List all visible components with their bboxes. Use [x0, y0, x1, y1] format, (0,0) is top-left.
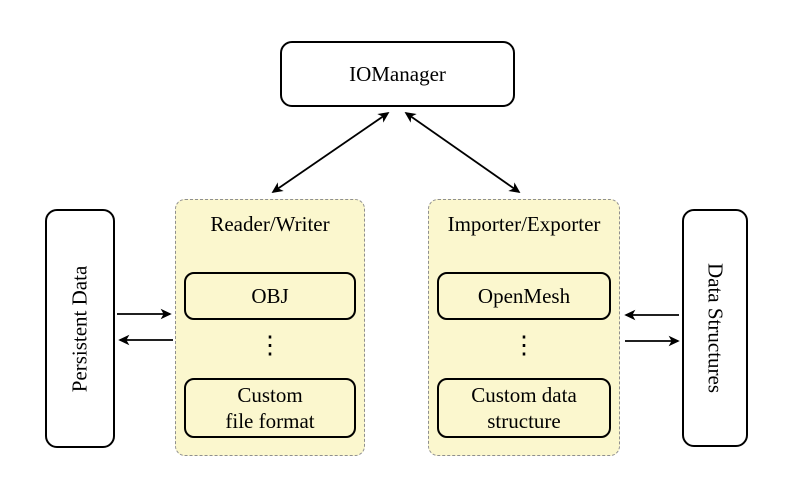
openmesh-node: OpenMesh	[437, 272, 611, 320]
obj-node: OBJ	[184, 272, 356, 320]
persistent-data-node: Persistent Data	[45, 209, 115, 448]
importer-exporter-group: Importer/Exporter OpenMesh ⋮ Custom data…	[428, 199, 620, 456]
arrow-iomanager-importerexporter	[404, 111, 521, 194]
iomanager-label: IOManager	[349, 61, 446, 86]
data-structures-label: Data Structures	[703, 262, 728, 394]
importer-exporter-title: Importer/Exporter	[447, 212, 601, 236]
data-structures-node: Data Structures	[682, 209, 748, 447]
arrow-iomanager-readerwriter	[271, 112, 390, 193]
custom-file-format-label: Custom file format	[225, 383, 315, 433]
importer-exporter-ellipsis: ⋮	[511, 332, 537, 359]
reader-writer-title: Reader/Writer	[210, 212, 330, 236]
custom-file-format-node: Custom file format	[184, 378, 356, 438]
openmesh-label: OpenMesh	[477, 284, 571, 308]
reader-writer-group: Reader/Writer OBJ ⋮ Custom file format	[175, 199, 365, 456]
iomanager-node: IOManager	[280, 41, 515, 107]
reader-writer-ellipsis: ⋮	[257, 332, 283, 359]
custom-data-structure-label: Custom data structure	[471, 383, 577, 433]
persistent-data-label: Persistent Data	[67, 265, 92, 392]
custom-data-structure-node: Custom data structure	[437, 378, 611, 438]
obj-label: OBJ	[251, 284, 289, 308]
